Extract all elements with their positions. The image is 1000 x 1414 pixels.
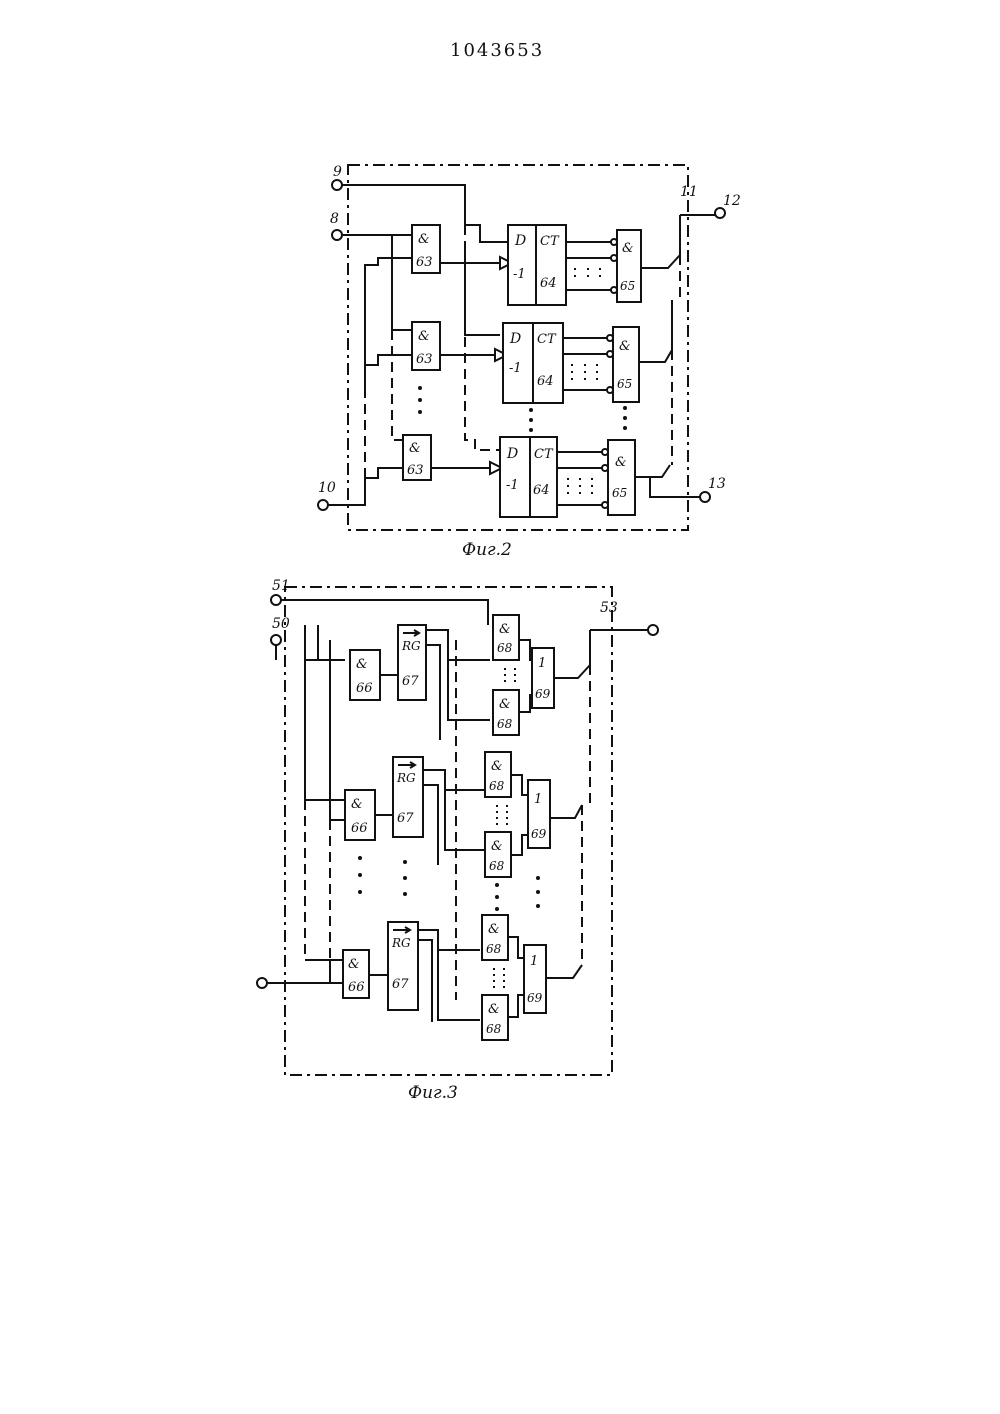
and-gate-66-symbol: & <box>356 657 368 672</box>
terminal-50 <box>271 635 281 645</box>
register-symbol: RG <box>396 771 416 785</box>
counter-minus-label: -1 <box>513 267 526 282</box>
terminal-10-label: 10 <box>318 480 336 496</box>
or-gate-symbol: 1 <box>538 656 546 671</box>
counter-number: 64 <box>540 276 557 291</box>
or-gate-number: 69 <box>527 991 543 1005</box>
register-symbol: RG <box>391 936 411 950</box>
and-gate-66-symbol: & <box>351 797 363 812</box>
fig2-caption: Фиг.2 <box>462 540 512 560</box>
output-and-number: 65 <box>620 279 635 293</box>
select-and-symbol: & <box>488 1002 500 1017</box>
fig3-unit-label: 53 <box>600 600 618 616</box>
counter-d-label: D <box>509 331 521 347</box>
and-gate-66-number: 66 <box>351 821 368 836</box>
terminal-12-label: 12 <box>723 193 741 209</box>
and-gate-66-symbol: & <box>348 957 360 972</box>
terminal-12 <box>715 208 725 218</box>
counter-minus-label: -1 <box>509 361 522 376</box>
select-and-number: 68 <box>486 942 502 956</box>
counter-minus-label: -1 <box>506 478 519 493</box>
terminal-9-label: 9 <box>333 164 342 180</box>
output-and-symbol: & <box>619 339 631 354</box>
register-symbol: RG <box>401 639 421 653</box>
counter-ct-label: CT <box>537 332 557 347</box>
terminal-13-label: 13 <box>708 476 726 492</box>
counter-number: 64 <box>537 374 554 389</box>
output-and-symbol: & <box>622 241 634 256</box>
output-and-symbol: & <box>615 455 627 470</box>
select-and-symbol: & <box>499 697 511 712</box>
select-and-number: 68 <box>497 641 513 655</box>
terminal-51-label: 51 <box>272 578 290 594</box>
counter-number: 64 <box>533 483 550 498</box>
terminal-8 <box>332 230 342 240</box>
select-and-symbol: & <box>491 839 503 854</box>
and-gate-symbol: & <box>418 329 430 344</box>
select-and-number: 68 <box>497 717 513 731</box>
terminal-input-bottom <box>257 978 267 988</box>
select-and-number: 68 <box>489 779 505 793</box>
terminal-10 <box>318 500 328 510</box>
fig2-diagram: 11 9 8 10 & 63 D -1 CT 64 <box>318 164 741 530</box>
select-and-symbol: & <box>491 759 503 774</box>
and-gate-number: 63 <box>416 255 433 270</box>
terminal-13 <box>700 492 710 502</box>
select-and-symbol: & <box>488 922 500 937</box>
counter-d-label: D <box>506 446 518 462</box>
counter-ct-label: CT <box>540 234 560 249</box>
terminal-50-label: 50 <box>272 616 290 632</box>
terminal-51 <box>271 595 281 605</box>
counter-ct-label: CT <box>534 447 554 462</box>
output-and-number: 65 <box>617 377 632 391</box>
register-number: 67 <box>392 977 409 992</box>
terminal-8-label: 8 <box>330 211 339 227</box>
or-gate-number: 69 <box>535 687 551 701</box>
select-and-symbol: & <box>499 622 511 637</box>
terminal-output <box>648 625 658 635</box>
select-and-number: 68 <box>489 859 505 873</box>
and-gate-number: 63 <box>407 463 424 478</box>
output-and-number: 65 <box>612 486 627 500</box>
counter-d-label: D <box>514 233 526 249</box>
and-gate-symbol: & <box>409 441 421 456</box>
and-gate-66-number: 66 <box>356 681 373 696</box>
and-gate-number: 63 <box>416 352 433 367</box>
or-gate-number: 69 <box>531 827 547 841</box>
fig2-unit-label: 11 <box>680 184 698 200</box>
register-number: 67 <box>402 674 419 689</box>
fig3-caption: Фиг.3 <box>408 1083 458 1103</box>
and-gate-66-number: 66 <box>348 980 365 995</box>
or-gate-symbol: 1 <box>534 792 542 807</box>
select-and-number: 68 <box>486 1022 502 1036</box>
output-and-65 <box>608 440 635 515</box>
or-gate-symbol: 1 <box>530 954 538 969</box>
register-number: 67 <box>397 811 414 826</box>
and-gate-symbol: & <box>418 232 430 247</box>
terminal-9 <box>332 180 342 190</box>
fig3-diagram: 53 51 50 & 66 RG 67 & <box>257 578 658 1075</box>
